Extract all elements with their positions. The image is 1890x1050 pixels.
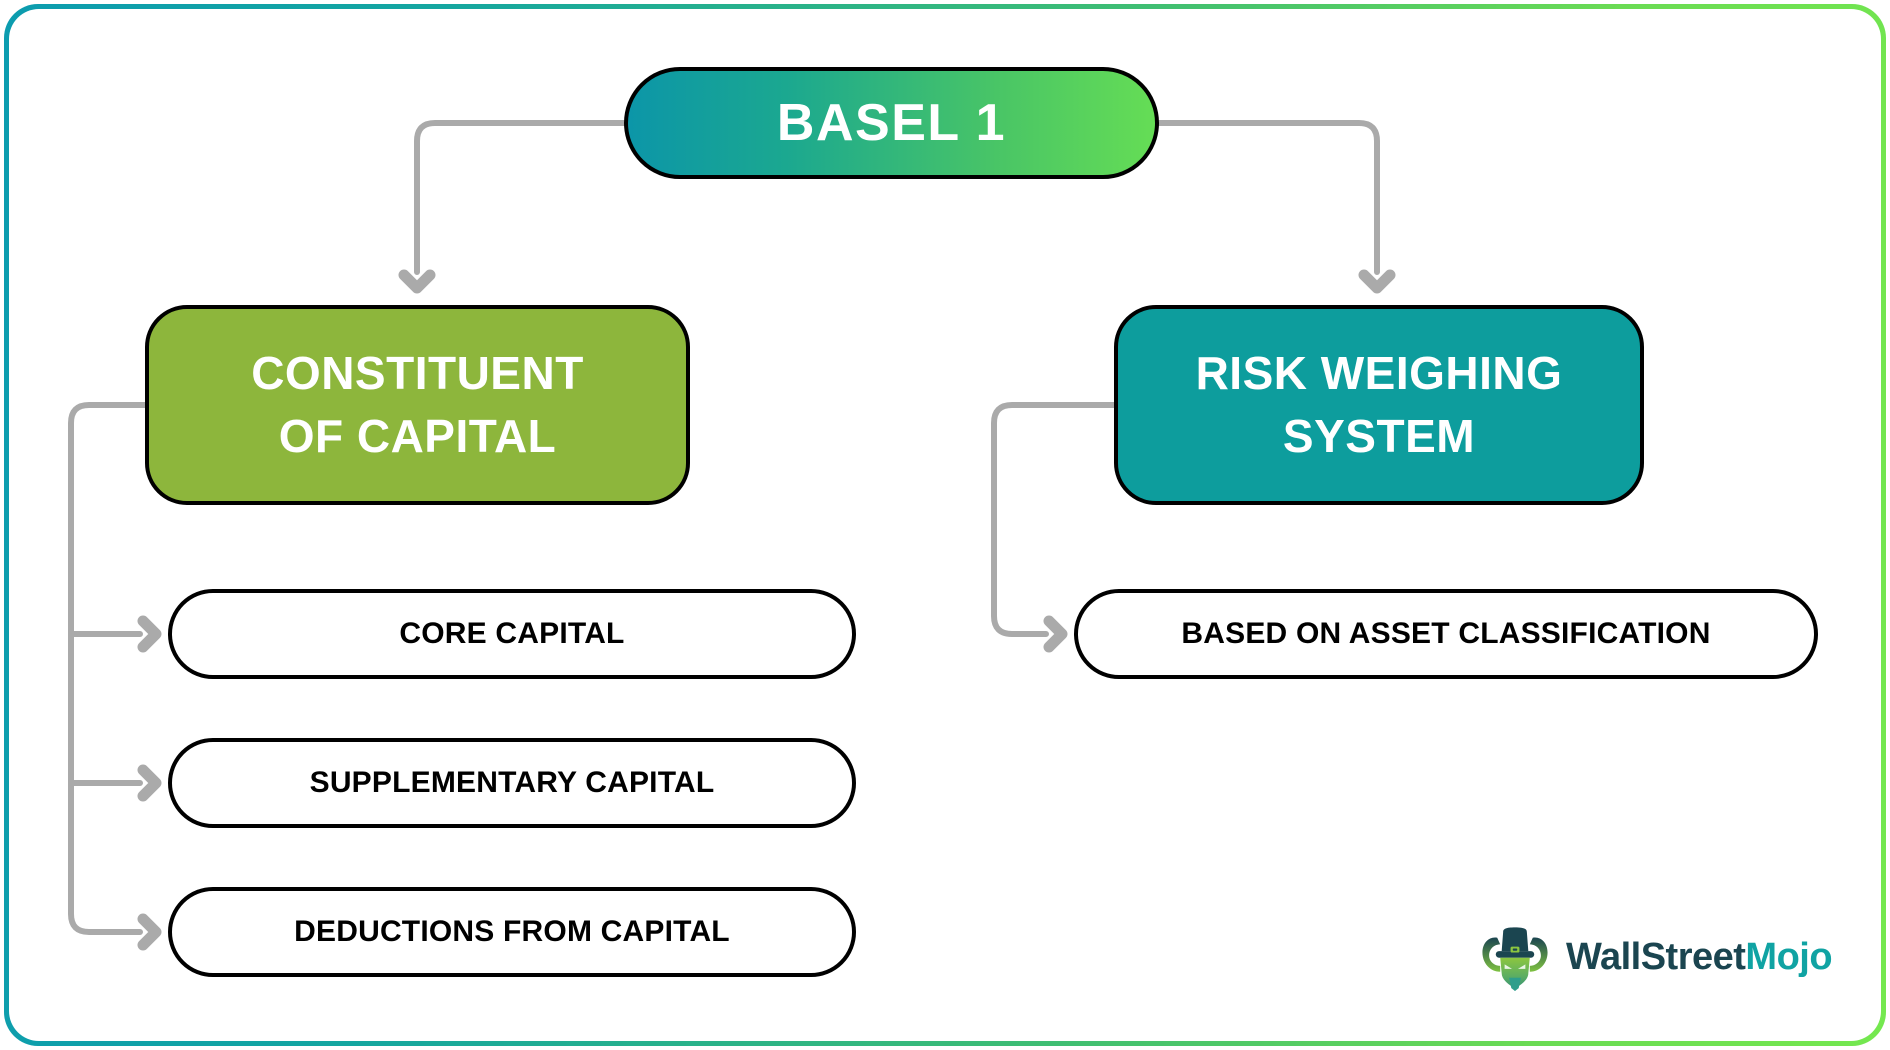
node-basel-1-label: BASEL 1 (776, 94, 1007, 152)
logo-wordmark: WallStreetMojo (1566, 935, 1833, 979)
node-constituent-of-capital-label: CONSTITUENT OF CAPITAL (251, 342, 584, 469)
bull-with-top-hat-icon (1482, 927, 1548, 992)
node-risk-weighing-system-label: RISK WEIGHING SYSTEM (1196, 342, 1563, 469)
connector-constituent-trunk (68, 402, 148, 935)
logo-text-accent: Mojo (1745, 935, 1833, 978)
leaf-core-capital-label: CORE CAPITAL (399, 617, 625, 650)
arrowhead-icon (143, 621, 156, 647)
arrowhead-icon (143, 919, 156, 945)
label-line-2: SYSTEM (1282, 410, 1476, 462)
connector-root-to-constituent (414, 120, 627, 275)
leaf-supplementary-capital[interactable]: SUPPLEMENTARY CAPITAL (168, 738, 856, 828)
wallstreetmojo-logo: WallStreetMojo (1478, 918, 1833, 996)
label-line-1: RISK WEIGHING (1195, 346, 1563, 399)
connector-root-to-risk (1156, 120, 1380, 275)
border-inner-fill (9, 9, 1881, 1041)
leaf-deductions-from-capital[interactable]: DEDUCTIONS FROM CAPITAL (168, 887, 856, 977)
arrowhead-icon (143, 770, 156, 796)
node-risk-weighing-system[interactable]: RISK WEIGHING SYSTEM (1114, 305, 1644, 505)
leaf-deductions-from-capital-label: DEDUCTIONS FROM CAPITAL (294, 915, 730, 948)
logo-text-primary: WallStreet (1566, 935, 1746, 978)
leaf-core-capital[interactable]: CORE CAPITAL (168, 589, 856, 679)
label-line-2: OF CAPITAL (278, 410, 557, 462)
node-basel-1[interactable]: BASEL 1 (624, 67, 1159, 179)
arrowhead-icon (404, 275, 430, 288)
leaf-based-on-asset-classification-label: BASED ON ASSET CLASSIFICATION (1181, 617, 1711, 650)
arrowhead-icon (1049, 621, 1062, 647)
leaf-supplementary-capital-label: SUPPLEMENTARY CAPITAL (309, 766, 715, 799)
label-line-1: CONSTITUENT (251, 346, 584, 399)
leaf-based-on-asset-classification[interactable]: BASED ON ASSET CLASSIFICATION (1074, 589, 1818, 679)
arrowhead-icon (1364, 275, 1390, 288)
node-constituent-of-capital[interactable]: CONSTITUENT OF CAPITAL (145, 305, 690, 505)
